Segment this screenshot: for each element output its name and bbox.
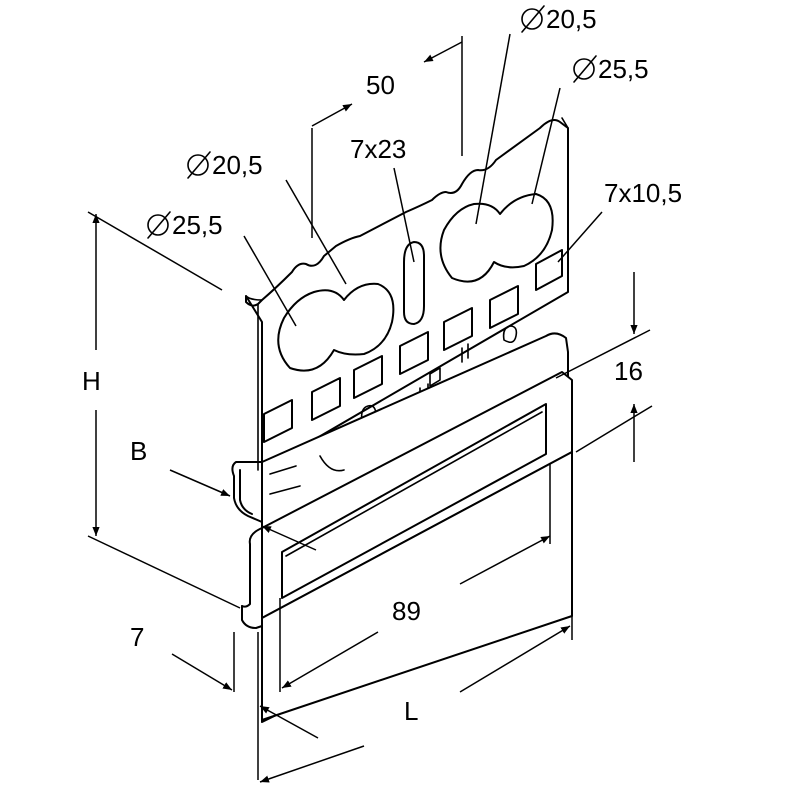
label-dim-89: 89 <box>392 596 421 626</box>
label-dia-top-small: 20,5 <box>546 4 597 34</box>
right-hole-pair <box>439 193 554 283</box>
label-dim-b: B <box>130 436 147 466</box>
dimensions <box>87 33 653 783</box>
diameter-icon <box>147 211 171 239</box>
label-dim-50: 50 <box>366 70 395 100</box>
upper-plate <box>245 117 569 471</box>
label-dia-left-small: 20,5 <box>212 150 263 180</box>
rect-slots <box>263 249 563 443</box>
diameter-symbols <box>147 5 597 239</box>
label-dim-7: 7 <box>130 622 144 652</box>
label-dim-h: H <box>82 366 101 396</box>
label-dia-left-large: 25,5 <box>172 210 223 240</box>
label-dia-top-large: 25,5 <box>598 54 649 84</box>
label-slot-rect: 7x10,5 <box>604 178 682 208</box>
label-dim-l: L <box>404 696 418 726</box>
label-slot-long: 7x23 <box>350 134 406 164</box>
diameter-icon <box>521 5 545 33</box>
label-dim-16: 16 <box>614 356 643 386</box>
lower-rail <box>231 332 573 723</box>
diameter-icon <box>573 55 597 83</box>
diameter-icon <box>187 151 211 179</box>
left-hole-pair <box>277 282 395 372</box>
